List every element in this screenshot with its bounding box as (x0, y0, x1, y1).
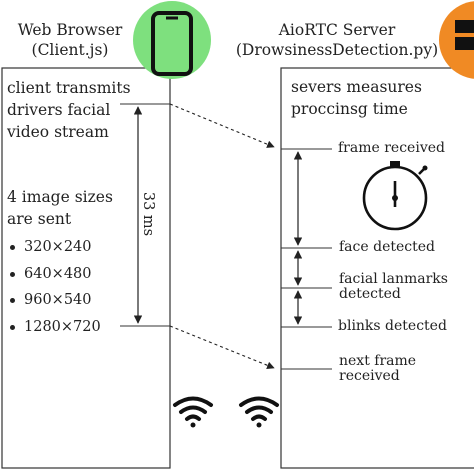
server-title-line1: AioRTC Server (278, 21, 396, 39)
image-sizes-line2: are sent (7, 210, 72, 228)
client-transmit-text: client transmits drivers facial video st… (7, 77, 131, 143)
client-title: Web Browser (Client.js) (2, 20, 138, 60)
stopwatch-icon (362, 161, 428, 231)
image-sizes-text: 4 image sizes are sent (7, 186, 113, 230)
server-panel (280, 67, 474, 469)
client-title-line2: (Client.js) (31, 41, 109, 59)
client-title-line1: Web Browser (17, 21, 123, 39)
event-next-frame-line1: next frame (339, 353, 417, 369)
server-icon (439, 1, 474, 79)
server-measure-line1: severs measures (291, 78, 422, 96)
list-item: 320×240 (4, 234, 101, 261)
server-title-line2: (DrowsinessDetection.py) (235, 41, 439, 59)
list-item: 640×480 (4, 261, 101, 288)
wifi-icon (239, 396, 279, 428)
event-landmarks-line2: detected (339, 286, 401, 302)
event-next-frame-received: next frame received (339, 354, 416, 384)
event-blinks-detected: blinks detected (338, 318, 447, 334)
client-transmit-line2: drivers facial (7, 101, 111, 119)
server-measure-text: severs measures proccinsg time (291, 76, 422, 120)
server-measure-line2: proccinsg time (291, 100, 408, 118)
transmit-arrow-2 (169, 325, 275, 369)
client-panel (1, 67, 171, 469)
event-face-detected: face detected (339, 239, 435, 255)
interval-label: 33 ms (140, 191, 156, 237)
list-item: 1280×720 (4, 314, 101, 341)
image-sizes-line1: 4 image sizes (7, 188, 113, 206)
smartphone-icon (133, 1, 211, 79)
wifi-icon (173, 396, 213, 428)
event-next-frame-line2: received (339, 368, 400, 384)
list-item: 960×540 (4, 287, 101, 314)
client-transmit-line1: client transmits (7, 79, 131, 97)
event-frame-received: frame received (338, 140, 445, 156)
server-title: AioRTC Server (DrowsinessDetection.py) (222, 20, 452, 60)
event-landmarks-detected: facial lanmarks detected (339, 272, 448, 302)
transmit-arrow-1 (169, 103, 275, 148)
image-sizes-list: 320×240 640×480 960×540 1280×720 (4, 234, 101, 340)
client-transmit-line3: video stream (7, 123, 109, 141)
event-landmarks-line1: facial lanmarks (339, 271, 448, 287)
